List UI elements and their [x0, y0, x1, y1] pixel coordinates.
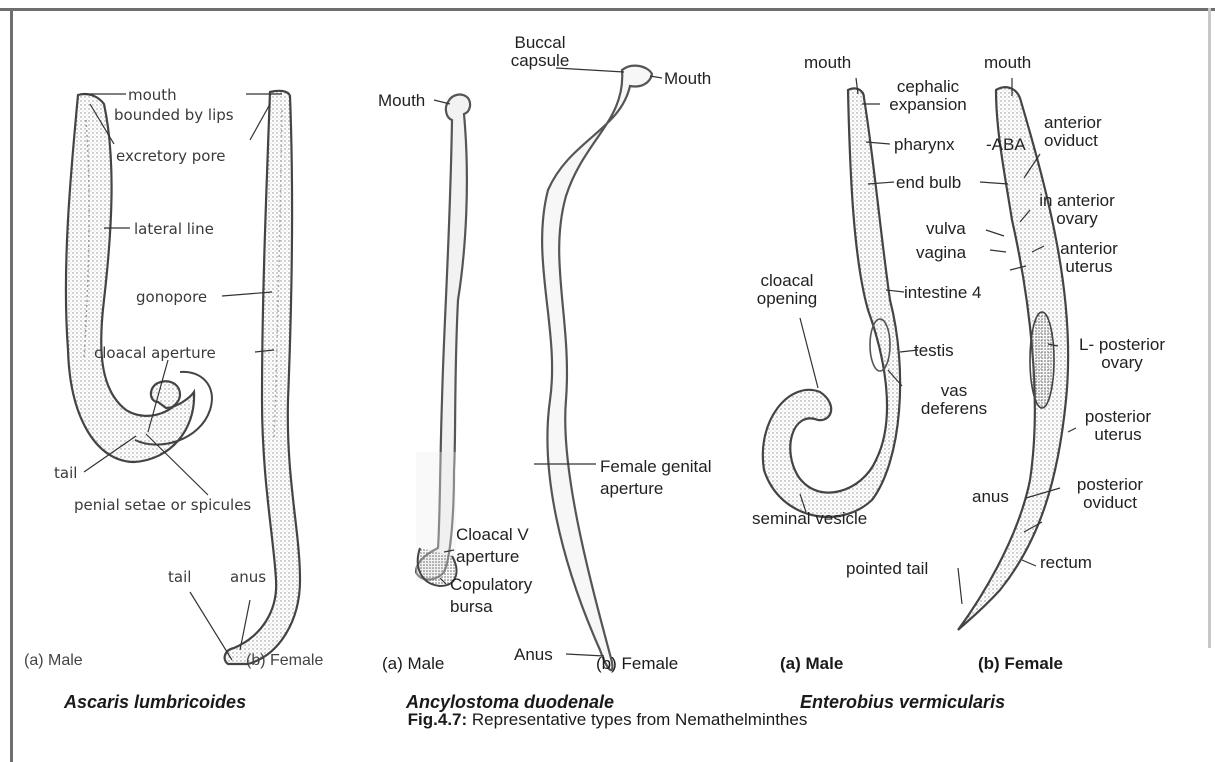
label-enterobius-anterior-ovary: in anterior ovary: [1024, 192, 1130, 228]
figure-caption: Fig.4.7: Representative types from Nemat…: [0, 710, 1215, 730]
label-ascaris-penial-setae: penial setae or spicules: [74, 496, 251, 514]
ancylostoma-female-caption: (b) Female: [596, 654, 678, 674]
label-enterobius-testis: testis: [914, 342, 954, 360]
label-enterobius-posterior-oviduct: posterior oviduct: [1062, 476, 1158, 512]
label-enterobius-pharynx: pharynx: [894, 136, 954, 154]
label-enterobius-pointed-tail: pointed tail: [846, 560, 928, 578]
label-enterobius-cloacal-opening: cloacal opening: [744, 272, 830, 308]
label-ascaris-excretory-pore: excretory pore: [116, 147, 226, 165]
label-ancylostoma-cloacal-aperture: Cloacal V aperture: [456, 524, 529, 568]
label-enterobius-vagina: vagina: [916, 244, 966, 262]
label-ascaris-lateral-line: lateral line: [134, 220, 214, 238]
ancylostoma-male-worm: [416, 95, 470, 586]
ancylostoma-male-caption: (a) Male: [382, 654, 444, 674]
label-ancylostoma-mouth-female: Mouth: [664, 70, 711, 88]
label-enterobius-mouth-female: mouth: [984, 54, 1031, 72]
label-enterobius-mouth-male: mouth: [804, 54, 851, 72]
label-enterobius-cephalic-expansion: cephalic expansion: [878, 78, 978, 114]
figure-caption-label: Fig.4.7:: [408, 710, 468, 729]
label-ascaris-tail-female: tail: [168, 568, 191, 586]
label-enterobius-anus: anus: [972, 488, 1009, 506]
label-ascaris-cloacal-aperture: cloacal aperture: [94, 344, 216, 362]
label-enterobius-vas-deferens: vas deferens: [906, 382, 1002, 418]
label-ancylostoma-anus: Anus: [514, 646, 553, 664]
label-ascaris-bounded-by-lips: bounded by lips: [114, 106, 234, 124]
label-enterobius-rectum: rectum: [1040, 554, 1092, 572]
label-enterobius-seminal-vesicle: seminal vesicle: [752, 510, 867, 528]
label-enterobius-anterior-oviduct: anterior oviduct: [1044, 114, 1102, 150]
label-enterobius-anterior-uterus: anterior uterus: [1044, 240, 1134, 276]
ascaris-male-caption: (a) Male: [24, 652, 83, 670]
label-enterobius-vulva: vulva: [926, 220, 966, 238]
label-ancylostoma-copulatory-bursa: Copulatory bursa: [450, 574, 532, 618]
label-enterobius-aba: -ABA: [986, 136, 1026, 154]
label-enterobius-posterior-ovary: L- posterior ovary: [1060, 336, 1184, 372]
label-enterobius-intestine: intestine 4: [904, 284, 982, 302]
label-ancylostoma-buccal-capsule: Buccal capsule: [510, 34, 570, 70]
figure-caption-text: Representative types from Nemathelminthe…: [467, 710, 807, 729]
label-enterobius-end-bulb: end bulb: [896, 174, 961, 192]
label-ascaris-gonopore: gonopore: [136, 288, 207, 306]
ascaris-female-caption: (b) Female: [246, 652, 323, 670]
label-ancylostoma-mouth-male: Mouth: [378, 92, 425, 110]
label-ascaris-tail-male: tail: [54, 464, 77, 482]
label-enterobius-posterior-uterus: posterior uterus: [1070, 408, 1166, 444]
label-ascaris-anus: anus: [230, 568, 266, 586]
enterobius-female-worm: [958, 87, 1068, 630]
ancylostoma-female-worm: [542, 66, 652, 671]
enterobius-female-caption: (b) Female: [978, 654, 1063, 674]
label-ascaris-mouth: mouth: [128, 86, 177, 104]
enterobius-male-caption: (a) Male: [780, 654, 843, 674]
label-ancylostoma-genital-aperture: Female genital aperture: [600, 456, 712, 500]
